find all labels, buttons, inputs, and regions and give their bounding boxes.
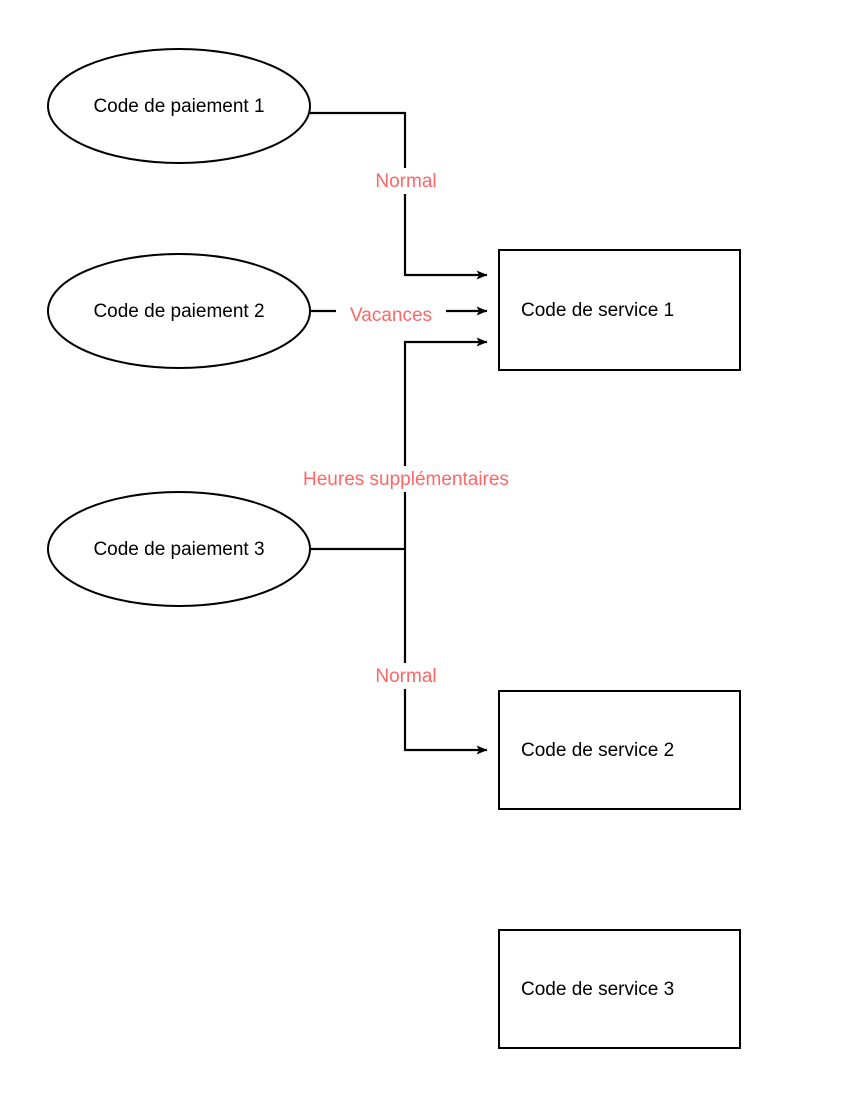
node-code-de-service-3[interactable]: Code de service 3 — [498, 929, 741, 1049]
edge-label-vacances: Vacances — [350, 305, 432, 326]
edge-label-normal-bottom-backdrop — [364, 663, 448, 689]
node-code-de-paiement-2[interactable]: Code de paiement 2 — [47, 253, 311, 369]
edge-label-heures-supplementaires: Heures supplémentaires — [303, 469, 509, 490]
node-code-de-paiement-1[interactable]: Code de paiement 1 — [47, 48, 311, 164]
node-label-service-1: Code de service 1 — [521, 300, 674, 321]
edge-label-heures-supplementaires-backdrop — [278, 466, 534, 492]
edge-paiement3-to-service1[interactable] — [310, 337, 488, 551]
edge-label-normal-top-backdrop — [364, 168, 448, 194]
node-shape-ellipse-paiement-2 — [47, 253, 311, 369]
edge-path-heures-supplementaires — [310, 337, 488, 551]
node-label-paiement-2: Code de paiement 2 — [93, 301, 264, 322]
edge-label-vacances-group: Vacances — [336, 303, 446, 327]
edge-label-vacances-backdrop — [336, 303, 446, 327]
node-shape-ellipse-paiement-3 — [47, 491, 311, 607]
node-label-service-2: Code de service 2 — [521, 740, 674, 761]
edge-label-normal-bottom-group: Normal — [364, 663, 448, 689]
edge-label-normal-bottom: Normal — [375, 666, 436, 687]
node-code-de-service-1[interactable]: Code de service 1 — [498, 249, 741, 371]
node-label-paiement-1: Code de paiement 1 — [93, 96, 264, 117]
node-shape-rect-service-1 — [498, 249, 741, 371]
node-shape-ellipse-paiement-1 — [47, 48, 311, 164]
edge-label-normal-top: Normal — [375, 171, 436, 192]
node-code-de-paiement-3[interactable]: Code de paiement 3 — [47, 491, 311, 607]
node-shape-rect-service-2 — [498, 690, 741, 810]
edge-label-heures-supplementaires-group: Heures supplémentaires — [278, 466, 534, 492]
node-label-service-3: Code de service 3 — [521, 979, 674, 1000]
edge-path-normal-bottom — [403, 549, 488, 755]
node-code-de-service-2[interactable]: Code de service 2 — [498, 690, 741, 810]
edge-paiement3-to-service2[interactable] — [403, 549, 488, 755]
node-label-paiement-3: Code de paiement 3 — [93, 539, 264, 560]
node-shape-rect-service-3 — [498, 929, 741, 1049]
edge-label-normal-top-group: Normal — [364, 168, 448, 194]
